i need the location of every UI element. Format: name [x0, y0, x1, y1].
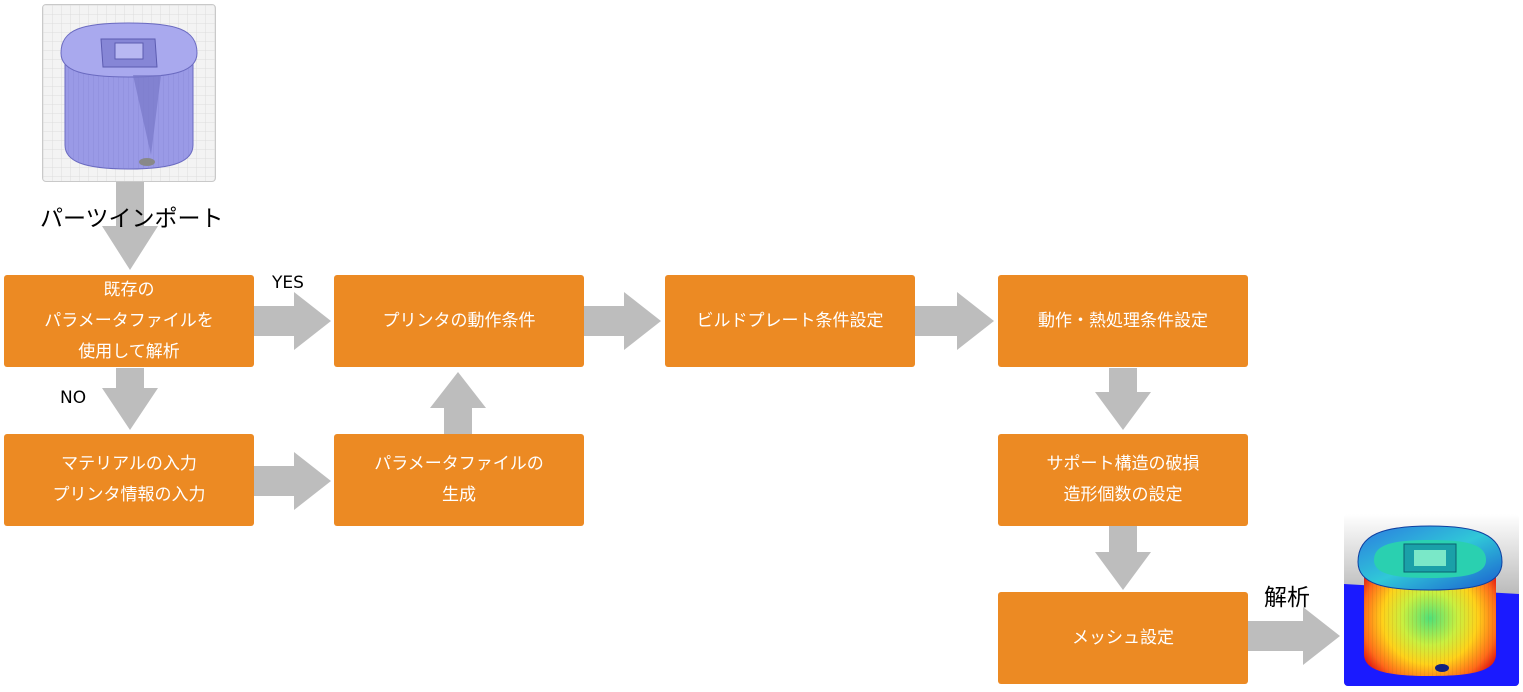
arrow-import-to-existing	[102, 182, 158, 270]
step-line: メッシュ設定	[1072, 627, 1174, 648]
analysis-result-model-icon	[1344, 514, 1519, 686]
step-line: プリンタ情報の入力	[52, 485, 206, 505]
analysis-result-thumbnail	[1344, 514, 1519, 686]
arrow-motion-to-support	[1095, 368, 1151, 430]
step-existing-param[interactable]: 既存の パラメータファイルを 使用して解析	[4, 275, 254, 367]
step-line: 生成	[442, 485, 476, 505]
step-support[interactable]: サポート構造の破損 造形個数の設定	[998, 434, 1248, 526]
3d-part-model-icon	[43, 5, 215, 181]
step-line: 動作・熱処理条件設定	[1038, 310, 1208, 331]
arrow-mesh-to-analysis	[1248, 607, 1340, 665]
arrow-no-down	[102, 368, 158, 430]
no-label: NO	[60, 388, 87, 408]
step-material-input[interactable]: マテリアルの入力 プリンタ情報の入力	[4, 434, 254, 526]
step-line: ビルドプレート条件設定	[696, 310, 884, 331]
arrow-yes-right	[254, 292, 331, 350]
step-motion-heat[interactable]: 動作・熱処理条件設定	[998, 275, 1248, 367]
arrow-generate-up	[430, 372, 486, 434]
input-part-thumbnail	[42, 4, 216, 182]
step-line: パラメータファイルの	[374, 454, 544, 474]
start-label: パーツインポート	[40, 206, 224, 232]
arrow-material-to-generate	[254, 452, 331, 510]
step-generate-param[interactable]: パラメータファイルの 生成	[334, 434, 584, 526]
step-line: プリンタの動作条件	[382, 310, 536, 331]
step-build-plate[interactable]: ビルドプレート条件設定	[665, 275, 915, 367]
yes-label: YES	[272, 273, 304, 293]
step-line: 使用して解析	[78, 341, 180, 362]
step-line: マテリアルの入力	[61, 454, 197, 474]
step-mesh[interactable]: メッシュ設定	[998, 592, 1248, 684]
arrow-build-to-motion	[915, 292, 994, 350]
step-line: サポート構造の破損	[1046, 454, 1200, 474]
step-line: 既存の	[103, 279, 155, 300]
step-line: パラメータファイルを	[44, 310, 214, 331]
arrow-support-to-mesh	[1095, 526, 1151, 590]
step-printer-conditions[interactable]: プリンタの動作条件	[334, 275, 584, 367]
end-label: 解析	[1264, 585, 1310, 611]
arrow-printer-to-build	[584, 292, 661, 350]
step-line: 造形個数の設定	[1063, 485, 1183, 505]
